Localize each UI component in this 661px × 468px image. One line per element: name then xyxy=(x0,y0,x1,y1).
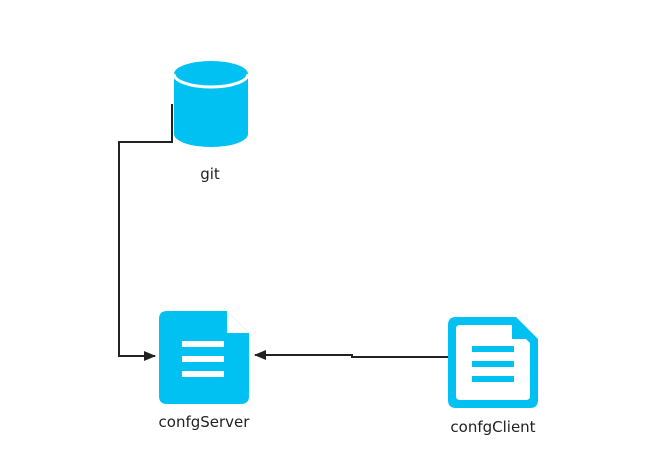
config-client-label: confgClient xyxy=(450,418,535,436)
config-server-node[interactable]: confgServer xyxy=(159,311,251,431)
document-icon xyxy=(159,311,249,404)
git-node[interactable]: git xyxy=(172,61,250,183)
connector-git-to-config-server xyxy=(118,104,173,361)
connector-config-client-to-config-server xyxy=(254,350,452,360)
database-icon xyxy=(172,61,250,147)
config-client-node[interactable]: confgClient xyxy=(448,317,538,436)
git-label: git xyxy=(200,165,220,183)
config-server-label: confgServer xyxy=(159,413,251,431)
document-outline-icon xyxy=(448,317,538,408)
